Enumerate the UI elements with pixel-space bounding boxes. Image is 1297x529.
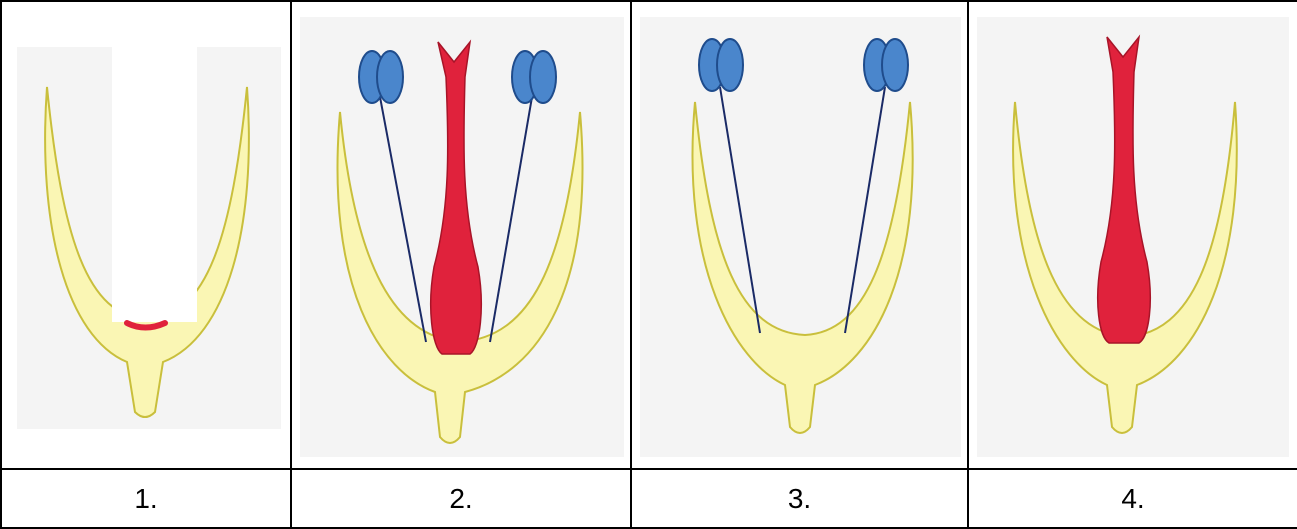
flower-diagram-4 [977,17,1289,457]
cell-4 [968,1,1297,469]
panel-label-4: 4. [968,469,1297,528]
anther-right-b [882,39,908,91]
panel-label-2: 2. [291,469,631,528]
flower-diagram-3 [640,17,961,457]
flower-diagram-1 [17,47,281,429]
cell-3 [631,1,968,469]
anther-left-b [717,39,743,91]
anther-right-b [530,51,556,103]
anther-left-b [377,51,403,103]
flower-diagram-2 [300,17,624,457]
cell-1 [1,1,291,469]
panel-label-3: 3. [631,469,968,528]
panel-label-1: 1. [1,469,291,528]
cell-2 [291,1,631,469]
